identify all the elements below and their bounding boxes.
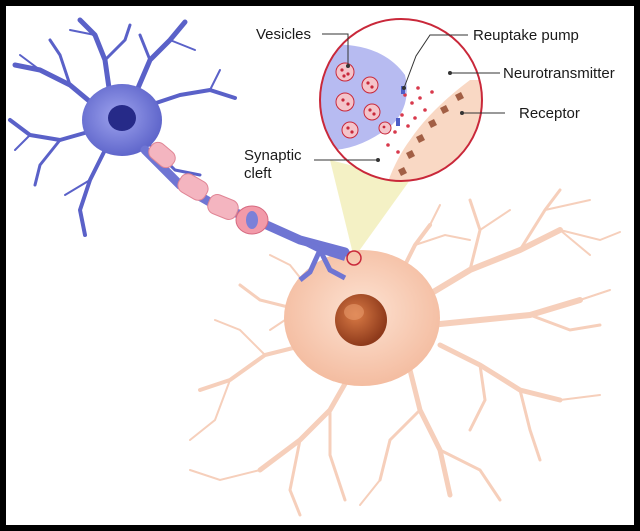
label-reuptake-pump: Reuptake pump — [473, 27, 579, 44]
axon — [140, 141, 350, 282]
synapse-zoom-view — [319, 18, 483, 182]
label-receptor: Receptor — [519, 105, 580, 122]
myelin-sheath — [148, 141, 269, 235]
zoom-highlight-cone — [330, 160, 410, 258]
neuron-synapse-diagram: Vesicles Reuptake pump Neurotransmitter … — [8, 17, 621, 517]
presynaptic-dendrites — [8, 17, 237, 237]
leader-lines — [314, 33, 505, 161]
label-synaptic-cleft-line1: Synaptic — [244, 147, 302, 164]
label-neurotransmitter: Neurotransmitter — [503, 65, 615, 82]
label-vesicles: Vesicles — [256, 26, 311, 43]
presynaptic-nucleus — [108, 105, 136, 131]
label-synaptic-cleft-line2: cleft — [244, 165, 272, 182]
postsynaptic-dendrites — [189, 188, 621, 517]
diagram-canvas: Vesicles Reuptake pump Neurotransmitter … — [6, 6, 634, 525]
synapse-marker — [346, 250, 362, 266]
postsynaptic-nucleus — [335, 294, 387, 346]
